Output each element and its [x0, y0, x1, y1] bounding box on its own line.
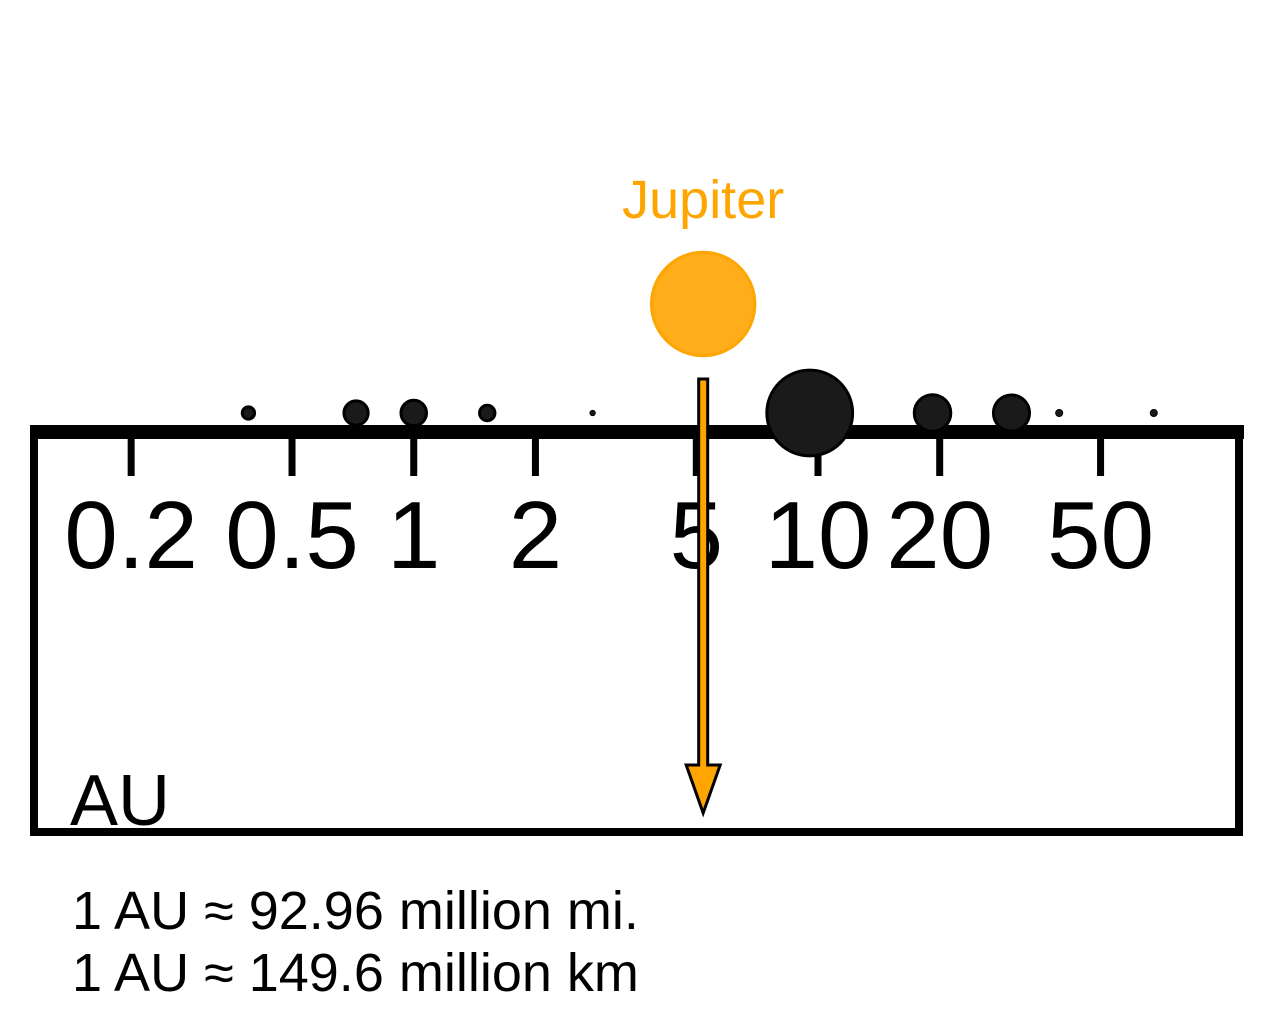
tick-label: 2 — [509, 482, 562, 589]
tick-label: 0.5 — [225, 482, 358, 589]
tick-label: 10 — [765, 482, 872, 589]
planet-marker — [589, 409, 596, 417]
planet-marker — [240, 405, 257, 421]
highlight-planet-circle — [649, 250, 757, 358]
planet-marker — [1055, 408, 1064, 418]
planet-marker — [991, 393, 1032, 433]
planet-marker — [399, 398, 428, 428]
planet-marker — [765, 368, 855, 458]
planet-marker — [342, 399, 370, 427]
highlighted-planet: Jupiter — [622, 170, 784, 818]
tick-label: 50 — [1047, 482, 1154, 589]
highlight-arrow — [684, 377, 723, 818]
planet-marker — [912, 393, 953, 433]
highlight-planet-label: Jupiter — [622, 170, 784, 230]
planet-marker — [478, 403, 497, 423]
planet-markers — [240, 368, 1158, 458]
planet-marker — [1149, 408, 1158, 418]
tick-label: 0.2 — [64, 482, 197, 589]
conversion-note-km: 1 AU ≈ 149.6 million km — [72, 943, 639, 1003]
tick-label: 20 — [886, 482, 993, 589]
scale-box — [30, 428, 1243, 836]
conversion-note-miles: 1 AU ≈ 92.96 million mi. — [72, 881, 639, 941]
unit-label: AU — [70, 761, 170, 841]
tick-label: 5 — [670, 482, 723, 589]
tick-label: 1 — [387, 482, 440, 589]
